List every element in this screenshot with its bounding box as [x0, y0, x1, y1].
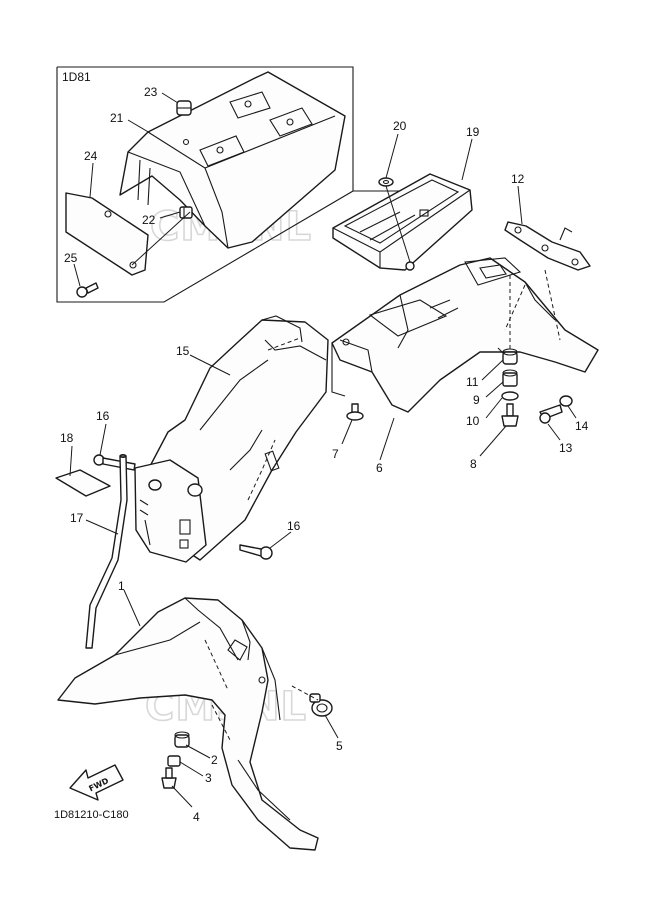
screw-part-25 [76, 282, 99, 298]
fwd-arrow-icon: FWD [69, 764, 124, 801]
rear-fender-part-6 [331, 257, 599, 413]
bolt-part-4 [161, 767, 177, 789]
inset-label: 1D81 [62, 70, 91, 84]
license-plate-part-24 [65, 192, 149, 276]
pad-part-18 [55, 469, 111, 497]
damper-part-11 [502, 348, 518, 365]
callout-2: 2 [211, 753, 218, 767]
callout-3: 3 [205, 771, 212, 785]
callout-6: 6 [376, 461, 383, 475]
callout-1: 1 [118, 579, 125, 593]
callout-7: 7 [332, 447, 339, 461]
clip-nut-part-22 [179, 206, 193, 219]
drawing-code: 1D81210-C180 [54, 809, 129, 821]
callout-17: 17 [70, 511, 84, 525]
screw-part-16-upper [93, 454, 136, 471]
tool-box-part-19 [332, 173, 473, 271]
inset-box: 1D81 [56, 66, 407, 303]
callout-9: 9 [473, 393, 480, 407]
callout-8: 8 [470, 457, 477, 471]
callout-12: 12 [511, 172, 525, 186]
callout-10: 10 [466, 414, 480, 428]
washer-part-10 [501, 391, 519, 401]
nut-part-14 [559, 395, 573, 407]
grommet-part-2 [174, 731, 190, 748]
callout-11: 11 [466, 375, 479, 389]
callout-22: 22 [142, 213, 156, 227]
collar-part-9 [502, 369, 518, 387]
screw-part-16-lower [239, 544, 273, 560]
washer-part-20 [378, 177, 394, 187]
callout-23: 23 [144, 85, 158, 99]
callout-5: 5 [336, 739, 343, 753]
callout-15: 15 [176, 344, 190, 358]
callout-25: 25 [64, 251, 78, 265]
tail-cowl-part-21 [119, 71, 346, 249]
hose-part-17 [85, 453, 128, 649]
callout-16-lower: 16 [287, 519, 301, 533]
callout-21: 21 [110, 111, 124, 125]
inner-fender-part-15 [134, 315, 329, 563]
callout-4: 4 [193, 810, 200, 824]
bolt-part-8 [501, 403, 519, 427]
callout-16-upper: 16 [96, 409, 110, 423]
callout-24: 24 [84, 149, 98, 163]
front-fender-part-1 [57, 597, 319, 851]
bolt-part-7 [346, 403, 364, 421]
grommet-part-23 [176, 100, 192, 116]
collar-part-3 [167, 755, 181, 767]
grommet-part-5 [309, 693, 333, 717]
callout-14: 14 [575, 419, 589, 433]
callout-13: 13 [559, 441, 573, 455]
bolt-part-13 [539, 404, 563, 424]
bracket-part-12 [504, 221, 591, 271]
callout-18: 18 [60, 431, 74, 445]
callout-20: 20 [393, 119, 407, 133]
callout-19: 19 [466, 125, 480, 139]
